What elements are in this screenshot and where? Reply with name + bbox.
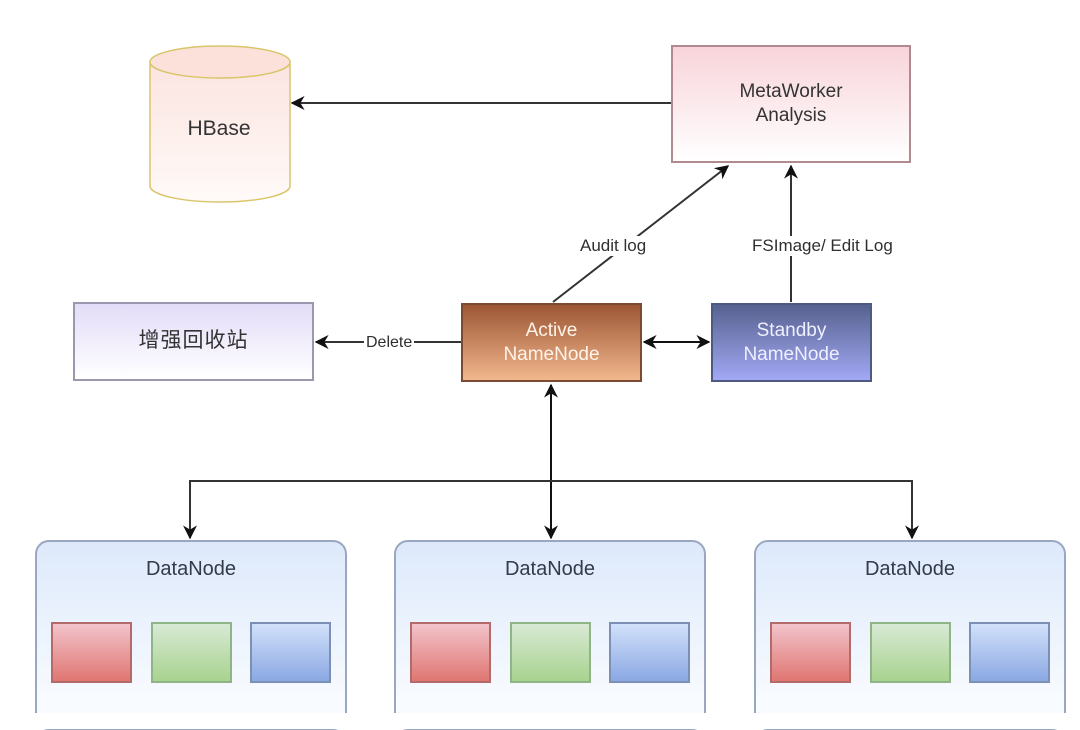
data-block-red bbox=[770, 622, 851, 683]
metaworker-label: MetaWorker Analysis bbox=[739, 81, 843, 126]
data-block-green bbox=[151, 622, 232, 683]
datanode-3[interactable]: DataNode bbox=[754, 540, 1066, 730]
edge-label-audit-log: Audit log bbox=[578, 236, 649, 256]
data-block-blue bbox=[609, 622, 690, 683]
active-namenode-node[interactable]: Active NameNode bbox=[461, 303, 642, 382]
enhanced-recycle-bin-node[interactable]: 增强回收站 bbox=[73, 302, 314, 381]
edge-label-delete: Delete bbox=[364, 333, 415, 353]
data-block-blue bbox=[969, 622, 1050, 683]
hbase-cylinder-shape bbox=[149, 45, 291, 203]
data-block-green bbox=[870, 622, 951, 683]
data-block-blue bbox=[250, 622, 331, 683]
active-namenode-label: Active NameNode bbox=[503, 319, 600, 365]
datanode-1[interactable]: DataNode bbox=[35, 540, 347, 730]
datanode-2[interactable]: DataNode bbox=[394, 540, 706, 730]
crop-edge bbox=[0, 713, 1080, 729]
datanode-title: DataNode bbox=[504, 558, 596, 580]
metaworker-analysis-node[interactable]: MetaWorker Analysis bbox=[671, 45, 911, 163]
hbase-label: HBase bbox=[187, 117, 251, 140]
recycle-bin-label: 增强回收站 bbox=[138, 329, 249, 353]
data-block-green bbox=[510, 622, 591, 683]
data-block-red bbox=[51, 622, 132, 683]
edge-label-fsimage: FSImage/ Edit Log bbox=[750, 236, 895, 256]
edge-audit-log bbox=[552, 165, 730, 303]
data-block-red bbox=[410, 622, 491, 683]
datanode-title: DataNode bbox=[864, 558, 956, 580]
standby-namenode-label: Standby NameNode bbox=[743, 319, 840, 365]
datanode-title: DataNode bbox=[145, 558, 237, 580]
standby-namenode-node[interactable]: Standby NameNode bbox=[711, 303, 872, 382]
hbase-node[interactable]: HBase bbox=[148, 44, 290, 204]
